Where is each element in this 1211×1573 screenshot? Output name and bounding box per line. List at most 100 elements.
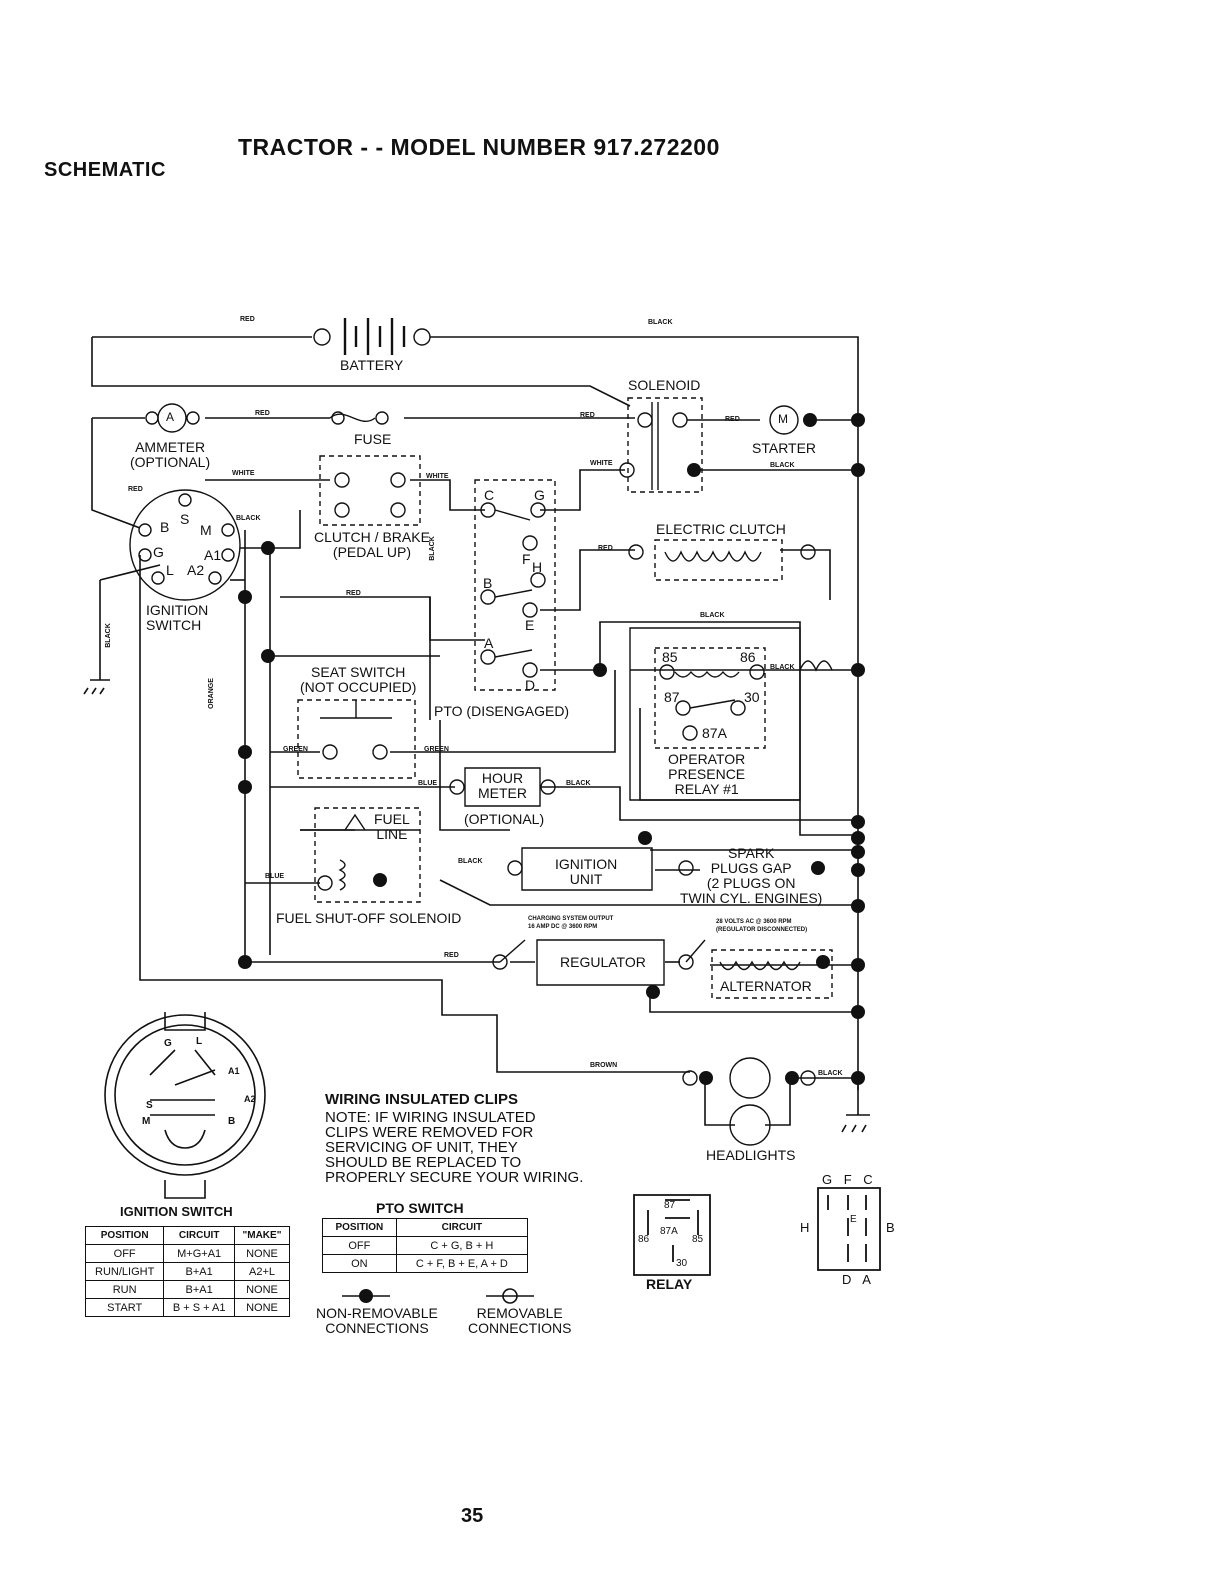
pto-label: PTO (DISENGAGED) (434, 703, 570, 719)
wire-green: GREEN (283, 746, 308, 753)
wire-red: RED (580, 412, 595, 419)
relay-terminal-87a: 87A (702, 725, 727, 741)
notes-body: NOTE: IF WIRING INSULATED CLIPS WERE REM… (325, 1109, 584, 1186)
wire-green: GREEN (424, 746, 449, 753)
table-row: OFF M+G+A1 NONE (84, 1244, 291, 1263)
wire-black: BLACK (818, 1070, 843, 1077)
connector-letter-b: B (886, 1220, 895, 1235)
wire-white: WHITE (232, 470, 255, 477)
pto-table-header: POSITION (322, 1218, 397, 1237)
charging-output-note: CHARGING SYSTEM OUTPUT 16 AMP DC @ 3600 … (528, 916, 614, 930)
relay-terminal-86: 86 (740, 649, 756, 665)
wire-black: BLACK (104, 623, 112, 648)
relay-label: OPERATOR PRESENCE RELAY #1 (668, 751, 746, 797)
alternator-volts-note: 28 VOLTS AC @ 3600 RPM (REGULATOR DISCON… (716, 919, 808, 933)
ign-terminal-s: S (180, 511, 190, 527)
wire-red: RED (725, 416, 740, 423)
ign-terminal-g: G (153, 544, 164, 560)
relay-pin-87a: 87A (660, 1226, 678, 1237)
wire-black: BLACK (458, 858, 483, 865)
wire-blue: BLUE (418, 780, 438, 787)
pto-switch-table: POSITION CIRCUIT OFF C + G, B + H ON C +… (322, 1218, 529, 1273)
plug-letter-g: G (164, 1038, 172, 1049)
wire-brown: BROWN (590, 1062, 618, 1069)
plug-letter-a1: A1 (228, 1066, 240, 1076)
electric-clutch-label: ELECTRIC CLUTCH (656, 521, 786, 537)
wire-black: BLACK (566, 780, 591, 787)
ign-terminal-a1: A1 (204, 547, 222, 563)
hour-meter-label: HOUR METER (478, 770, 527, 801)
ign-terminal-b: B (160, 519, 170, 535)
ammeter-label: AMMETER (OPTIONAL) (130, 439, 211, 470)
wire-red: RED (255, 410, 270, 417)
regulator-label: REGULATOR (560, 954, 646, 970)
pto-terminal-h: H (532, 559, 543, 575)
solenoid-label: SOLENOID (628, 377, 701, 393)
page-title: TRACTOR - - MODEL NUMBER 917.272200 (238, 134, 720, 160)
section-heading: SCHEMATIC (44, 159, 166, 181)
relay-pin-86: 86 (638, 1234, 650, 1245)
pto-terminal-c: C (484, 487, 495, 503)
fuse-label: FUSE (354, 431, 392, 447)
table-row: RUN B+A1 NONE (84, 1280, 291, 1299)
wire-black: BLACK (428, 536, 436, 561)
fuel-line-label: FUEL LINE (374, 811, 410, 842)
plug-letter-b: B (228, 1116, 236, 1127)
ignition-unit-label: IGNITION UNIT (555, 856, 618, 887)
wire-black: BLACK (770, 462, 795, 469)
wire-red: RED (240, 316, 255, 323)
relay-pin-85: 85 (692, 1234, 704, 1245)
ign-table-header: "MAKE" (233, 1226, 291, 1245)
wire-red: RED (346, 590, 361, 597)
pto-terminal-f: F (522, 551, 531, 567)
pto-terminal-a: A (484, 635, 494, 651)
seat-switch-label: SEAT SWITCH (NOT OCCUPIED) (300, 664, 417, 695)
pto-table-title: PTO SWITCH (376, 1200, 464, 1216)
headlights-label: HEADLIGHTS (706, 1147, 796, 1163)
wire-red: RED (128, 486, 143, 493)
table-row: RUN/LIGHT B+A1 A2+L (84, 1262, 291, 1281)
connector-bottom-letters: D A (842, 1272, 875, 1287)
ignition-plug-label: IGNITION SWITCH (120, 1204, 233, 1219)
ammeter-symbol: A (166, 410, 175, 424)
wire-black: BLACK (770, 664, 795, 671)
ignition-switch-table: POSITION CIRCUIT "MAKE" OFF M+G+A1 NONE … (84, 1226, 291, 1317)
wire-orange: ORANGE (207, 678, 215, 709)
wire-white: WHITE (590, 460, 613, 467)
plug-letter-m: M (142, 1116, 151, 1127)
table-row: START B + S + A1 NONE (84, 1298, 291, 1317)
plug-letter-l: L (196, 1036, 203, 1047)
ign-terminal-a2: A2 (187, 562, 205, 578)
wire-red: RED (444, 952, 459, 959)
fuel-solenoid-label: FUEL SHUT-OFF SOLENOID (276, 910, 462, 926)
connector-letter-e: E (850, 1214, 857, 1225)
table-row: ON C + F, B + E, A + D (322, 1254, 529, 1273)
ign-terminal-m: M (200, 522, 212, 538)
pto-terminal-e: E (525, 617, 535, 633)
relay-terminal-30: 30 (744, 689, 760, 705)
connector-letter-h: H (800, 1220, 810, 1235)
ign-table-header: POSITION (84, 1226, 165, 1245)
relay-terminal-87: 87 (664, 689, 680, 705)
wire-black: BLACK (648, 319, 673, 326)
wire-black: BLACK (700, 612, 725, 619)
wire-black: BLACK (236, 515, 261, 522)
alternator-label: ALTERNATOR (720, 978, 812, 994)
relay-pin-30: 30 (676, 1258, 688, 1269)
legend-non-removable: NON-REMOVABLE CONNECTIONS (316, 1305, 438, 1336)
page-number: 35 (461, 1505, 484, 1527)
relay-pin-87: 87 (664, 1200, 676, 1211)
clutch-brake-label: CLUTCH / BRAKE (PEDAL UP) (314, 529, 430, 560)
spark-plugs-label: SPARK PLUGS GAP (2 PLUGS ON TWIN CYL. EN… (680, 845, 823, 906)
starter-symbol: M (778, 412, 788, 426)
relay-diagram-label: RELAY (646, 1276, 693, 1292)
pto-terminal-d: D (525, 677, 536, 693)
wire-blue: BLUE (265, 873, 285, 880)
pto-terminal-g: G (534, 487, 545, 503)
ign-table-header: CIRCUIT (163, 1226, 235, 1245)
starter-label: STARTER (752, 440, 817, 456)
wire-white: WHITE (426, 473, 449, 480)
battery-label: BATTERY (340, 357, 404, 373)
hour-meter-optional: (OPTIONAL) (464, 811, 545, 827)
